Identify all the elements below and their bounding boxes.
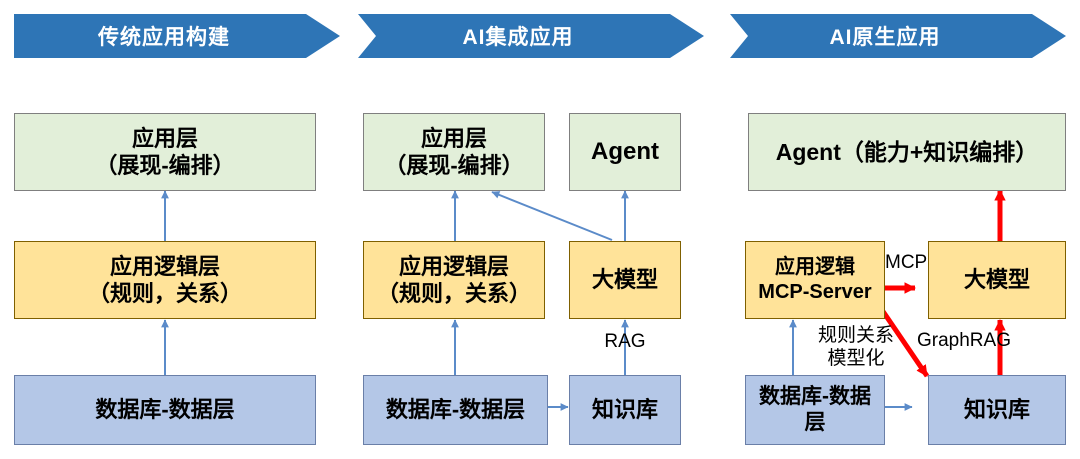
node-traditional-app-layer[interactable]: 应用层 （展现-编排） bbox=[14, 113, 316, 191]
node-traditional-app-logic-layer[interactable]: 应用逻辑层 （规则，关系） bbox=[14, 241, 316, 319]
node-ai-native-knowledge-base[interactable]: 知识库 bbox=[928, 375, 1066, 445]
node-ai-integrated-agent[interactable]: Agent bbox=[569, 113, 681, 191]
node-traditional-database-data-layer[interactable]: 数据库-数据层 bbox=[14, 375, 316, 445]
edge-label-rag: RAG bbox=[604, 331, 646, 352]
node-ai-integrated-app-logic-layer[interactable]: 应用逻辑层 （规则，关系） bbox=[363, 241, 545, 319]
node-ai-integrated-database-data-layer[interactable]: 数据库-数据层 bbox=[363, 375, 548, 445]
edge-label-rule-relation-modeling: 规则关系 模型化 bbox=[817, 325, 894, 369]
edge-label-mcp: MCP bbox=[885, 252, 928, 273]
node-ai-native-database-data-layer[interactable]: 数据库-数据 层 bbox=[745, 375, 885, 445]
node-ai-integrated-app-layer[interactable]: 应用层 （展现-编排） bbox=[363, 113, 545, 191]
edge-label-graphrag: GraphRAG bbox=[917, 330, 1011, 351]
node-ai-native-app-logic-mcp-server[interactable]: 应用逻辑 MCP-Server bbox=[745, 241, 885, 319]
node-ai-integrated-large-model[interactable]: 大模型 bbox=[569, 241, 681, 319]
banner-ai-native: AI原生应用 bbox=[730, 14, 1066, 58]
node-ai-native-agent[interactable]: Agent（能力+知识编排） bbox=[748, 113, 1066, 191]
connector-col2-model-to-app-layer bbox=[491, 191, 613, 241]
banner-ai-integrated: AI集成应用 bbox=[358, 14, 704, 58]
node-ai-integrated-knowledge-base[interactable]: 知识库 bbox=[569, 375, 681, 445]
banner-traditional: 传统应用构建 bbox=[14, 14, 340, 58]
node-ai-native-large-model[interactable]: 大模型 bbox=[928, 241, 1066, 319]
